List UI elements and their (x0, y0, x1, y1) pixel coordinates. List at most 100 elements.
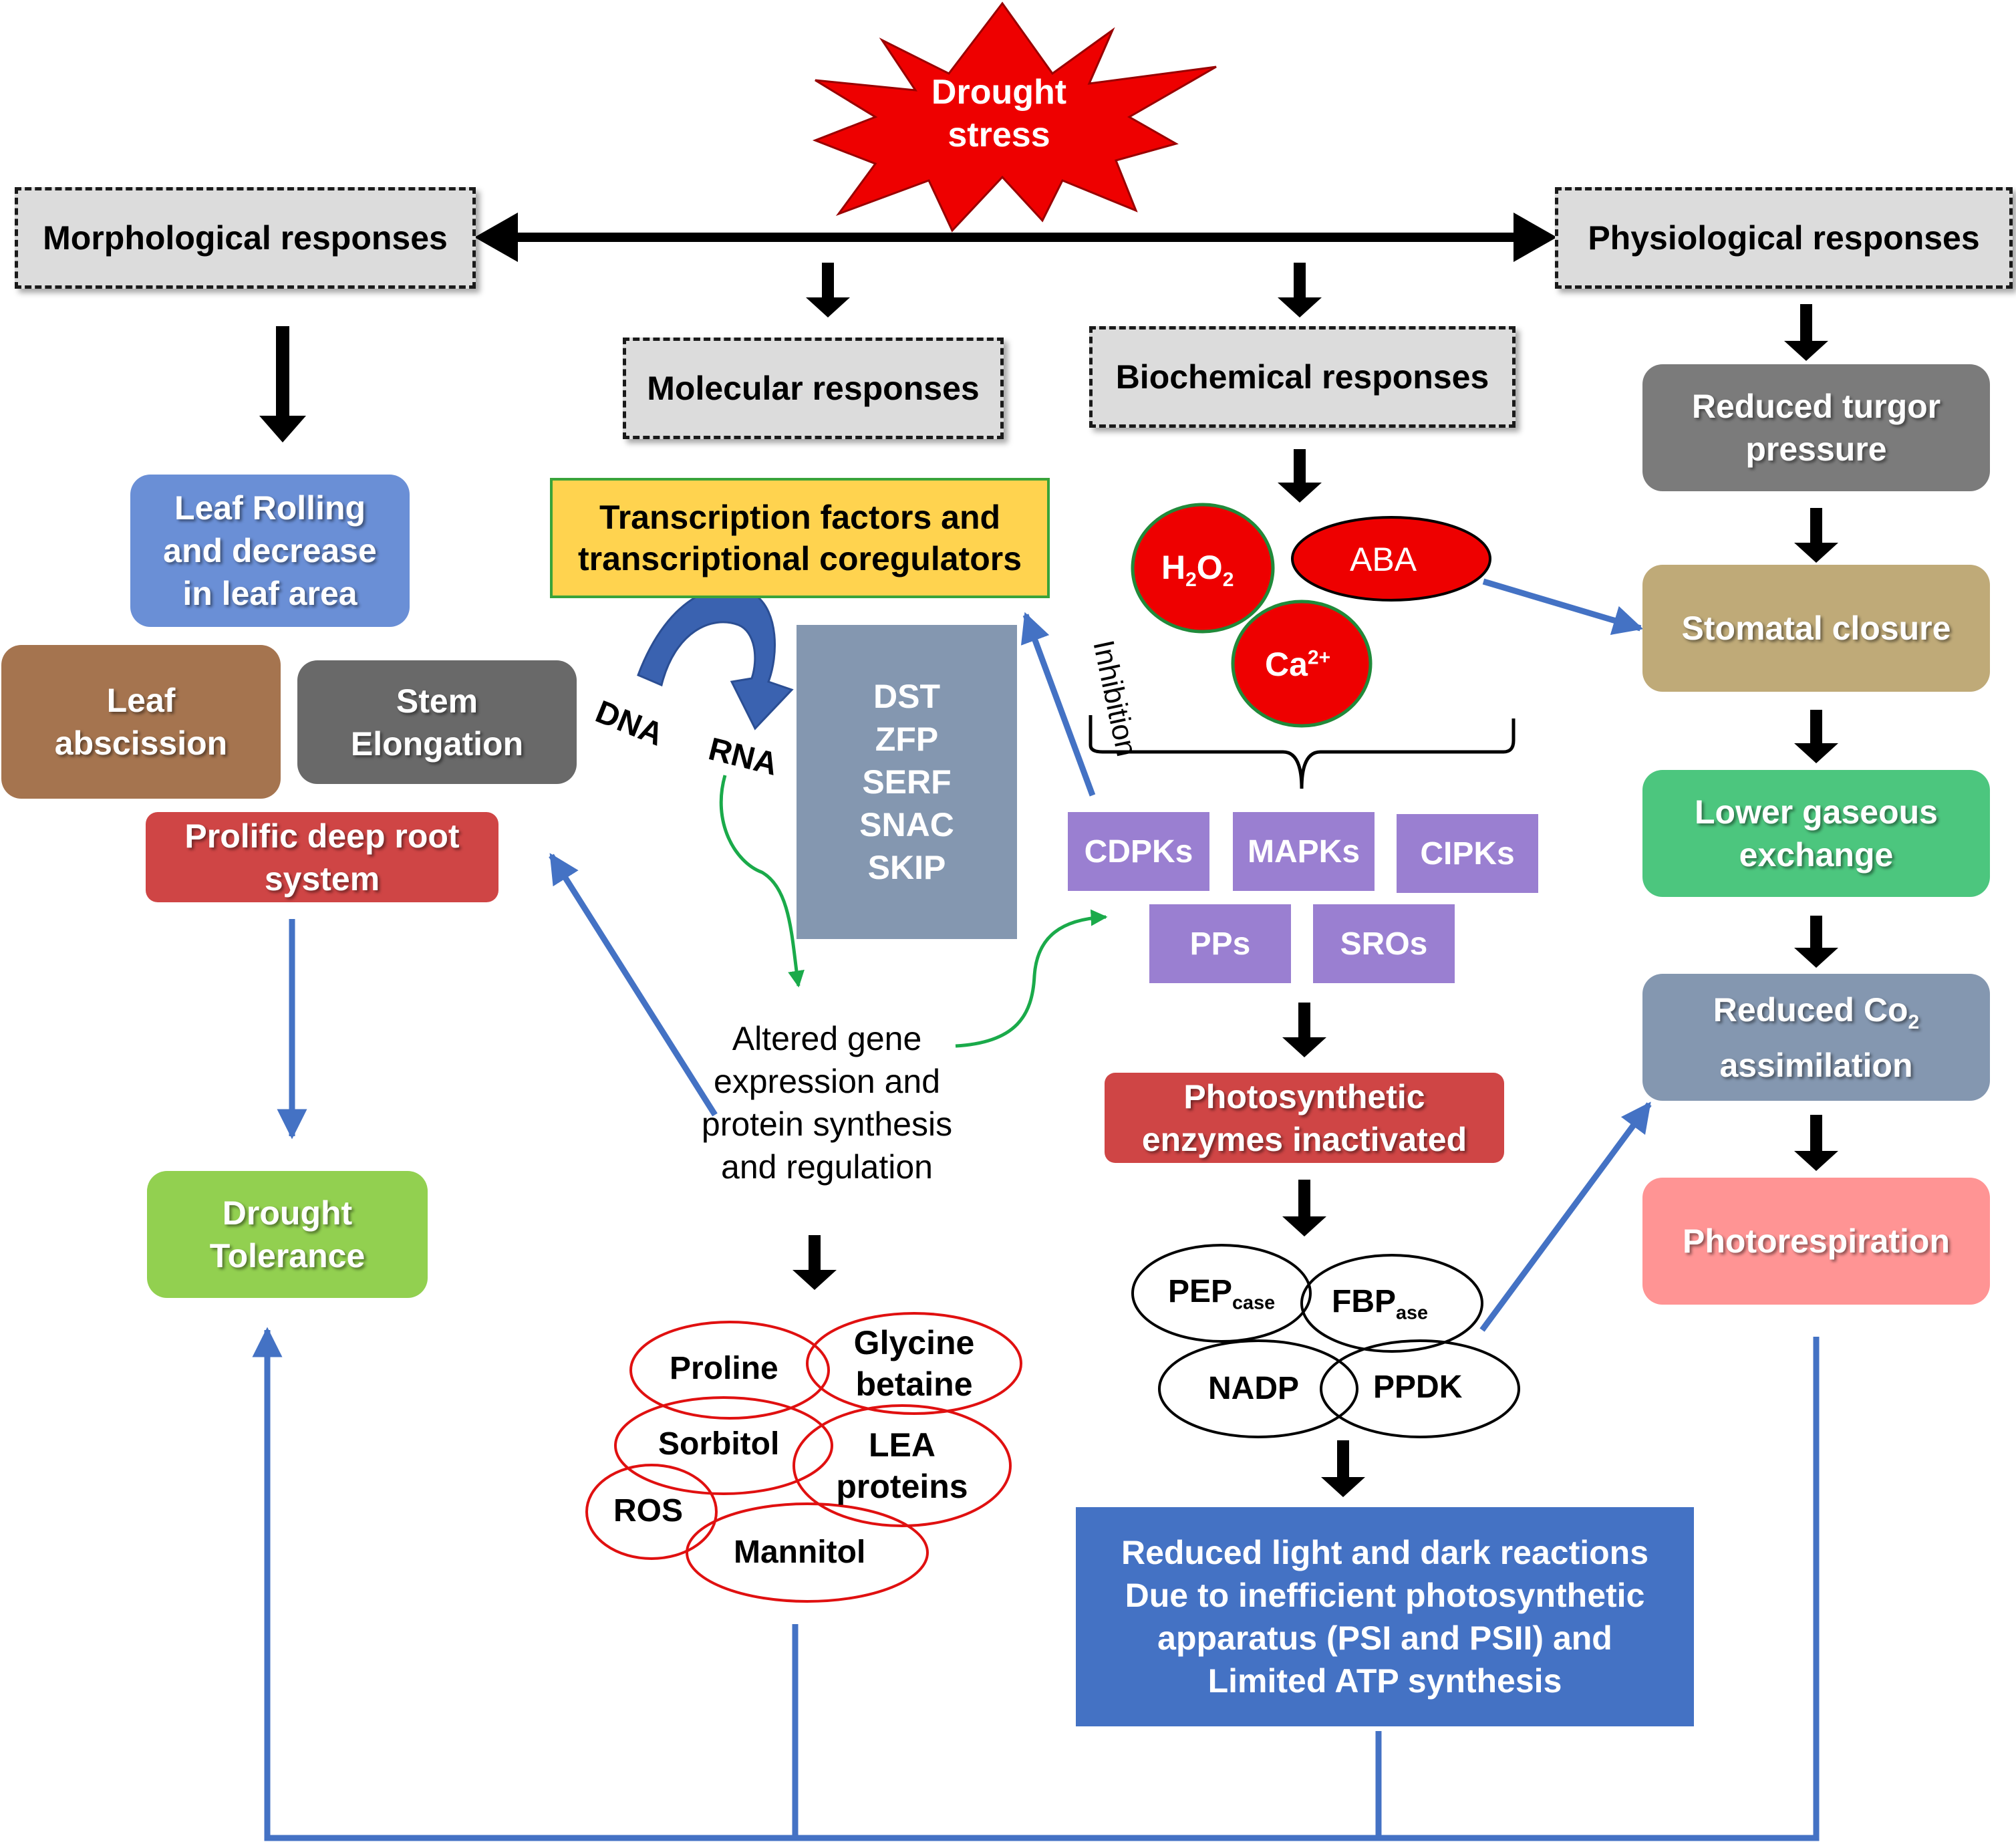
photosynthetic-enzymes-box: Photosynthetic enzymes inactivated (1105, 1073, 1504, 1163)
pep-base: PEP (1168, 1274, 1233, 1309)
transcription-label: Transcription factors and transcriptiona… (577, 499, 1022, 577)
glycine-betaine-text: Glycine betaine (853, 1324, 975, 1403)
kinase-brace (1089, 715, 1516, 789)
drought-starburst (812, 1, 1217, 233)
gaseous-label: Lower gaseous exchange (1695, 793, 1938, 874)
drought-stress-label: Drought stress (899, 67, 1099, 160)
co2-assimilation-box: Reduced Co2 assimilation (1642, 974, 1990, 1101)
physiological-header-label: Physiological responses (1588, 219, 1980, 257)
osmolyte-ovals (585, 1312, 1022, 1603)
calcium-base: Ca (1265, 646, 1308, 683)
gene-zfp: ZFP (875, 720, 939, 758)
co2-second-line: assimilation (1719, 1046, 1913, 1084)
morphological-header-label: Morphological responses (43, 219, 448, 257)
pep-sub: case (1232, 1292, 1276, 1314)
gene-list-box: DST ZFP SERF SNAC SKIP (797, 625, 1017, 939)
pps-label: PPs (1189, 926, 1251, 962)
stress-label: stress (948, 116, 1050, 154)
proline-label: Proline (670, 1351, 778, 1386)
leaf-abscission-box: Leaf abscission (1, 645, 281, 799)
altered-gene-label: Altered gene expression and protein synt… (701, 1020, 953, 1186)
stem-elongation-label: Stem Elongation (350, 682, 524, 763)
leaf-rolling-box: Leaf Rolling and decrease in leaf area (130, 475, 410, 627)
cipks-label: CIPKs (1420, 835, 1515, 872)
gaseous-exchange-box: Lower gaseous exchange (1642, 770, 1990, 897)
photorespiration-box: Photorespiration (1642, 1178, 1990, 1305)
h2o2-sub2: 2 (1222, 569, 1234, 591)
molecular-responses-header: Molecular responses (623, 338, 1004, 439)
co2-base: Reduced Co (1713, 991, 1908, 1029)
drought-tolerance-label: Drought Tolerance (209, 1194, 366, 1275)
co2-sub: 2 (1908, 1011, 1920, 1033)
cipks-box: CIPKs (1397, 814, 1538, 893)
bottom-feedback-line (252, 1327, 1820, 1841)
root-system-label: Prolific deep root system (184, 817, 460, 898)
turgor-label: Reduced turgor pressure (1691, 388, 1941, 468)
altered-to-kinases-arrow (955, 909, 1108, 1048)
aba-to-stomatal-arrow (1482, 578, 1644, 636)
gene-skip: SKIP (867, 849, 946, 886)
physiological-responses-header: Physiological responses (1555, 187, 2013, 289)
h2o2-o: O (1196, 549, 1223, 586)
fbp-to-co2-arrow (1479, 1101, 1652, 1332)
biochemical-header-label: Biochemical responses (1115, 358, 1489, 396)
lea-proteins-text: LEA proteins (836, 1426, 968, 1505)
fbp-base: FBP (1332, 1284, 1396, 1319)
fbpase-label: FBPase (1332, 1283, 1428, 1325)
drought-tolerance-box: Drought Tolerance (147, 1171, 428, 1298)
aba-label: ABA (1350, 541, 1417, 578)
h2o2-h: H (1161, 549, 1186, 586)
calcium-sup: 2+ (1307, 646, 1331, 669)
mannitol-label: Mannitol (734, 1535, 866, 1570)
turgor-pressure-box: Reduced turgor pressure (1642, 364, 1990, 491)
sorbitol-label: Sorbitol (658, 1426, 780, 1462)
gene-snac: SNAC (859, 806, 954, 843)
sros-box: SROs (1313, 904, 1455, 983)
mapks-label: MAPKs (1247, 833, 1360, 870)
molecular-header-label: Molecular responses (647, 370, 980, 407)
dna-rna-curved-arrow (637, 586, 794, 731)
drought-label: Drought (931, 73, 1067, 112)
ros-label: ROS (613, 1493, 684, 1529)
black-block-arrows (259, 263, 1838, 1497)
fbp-sub: ase (1396, 1302, 1429, 1324)
altered-to-root-arrow (549, 853, 718, 1117)
root-system-box: Prolific deep root system (146, 812, 498, 902)
photorespiration-label: Photorespiration (1682, 1222, 1951, 1260)
pepcase-label: PEPcase (1168, 1273, 1275, 1315)
ppdk-label: PPDK (1373, 1369, 1463, 1405)
cdpks-box: CDPKs (1068, 812, 1209, 891)
morphological-responses-header: Morphological responses (15, 187, 476, 289)
gene-serf: SERF (862, 763, 952, 801)
cdpks-to-transcription-arrow (1020, 612, 1096, 797)
gene-dst: DST (873, 678, 940, 715)
nadp-label: NADP (1208, 1371, 1300, 1406)
glycine-betaine-label: Glycine betaine (827, 1320, 1001, 1407)
h2o2-sub1: 2 (1185, 569, 1197, 591)
cdpks-label: CDPKs (1084, 833, 1193, 870)
reduced-reactions-box: Reduced light and dark reactions Due to … (1076, 1507, 1694, 1726)
lea-proteins-label: LEA proteins (822, 1422, 982, 1509)
stomatal-label: Stomatal closure (1681, 610, 1951, 647)
leaf-abscission-label: Leaf abscission (54, 682, 228, 762)
biochemical-responses-header: Biochemical responses (1089, 326, 1516, 428)
stem-elongation-box: Stem Elongation (297, 660, 577, 784)
mapks-box: MAPKs (1233, 812, 1375, 891)
enzyme-ovals (1131, 1244, 1520, 1438)
leaf-rolling-label: Leaf Rolling and decrease in leaf area (163, 489, 377, 612)
reduced-reactions-label: Reduced light and dark reactions Due to … (1121, 1534, 1649, 1700)
left-arrowhead (474, 213, 518, 262)
biochem-circles (1131, 503, 1491, 728)
transcription-factors-box: Transcription factors and transcriptiona… (550, 478, 1050, 598)
stomatal-closure-box: Stomatal closure (1642, 565, 1990, 692)
sros-label: SROs (1340, 926, 1428, 962)
co2-first-line: Reduced Co2 (1713, 989, 1919, 1044)
calcium-label: Ca2+ (1265, 645, 1330, 684)
altered-gene-expression-text: Altered gene expression and protein synt… (695, 993, 959, 1213)
photosynthetic-label: Photosynthetic enzymes inactivated (1141, 1077, 1467, 1158)
right-arrowhead (1514, 213, 1557, 262)
rna-to-altered-arrow (719, 775, 805, 988)
h2o2-label: H2O2 (1161, 548, 1234, 591)
pps-box: PPs (1149, 904, 1291, 983)
